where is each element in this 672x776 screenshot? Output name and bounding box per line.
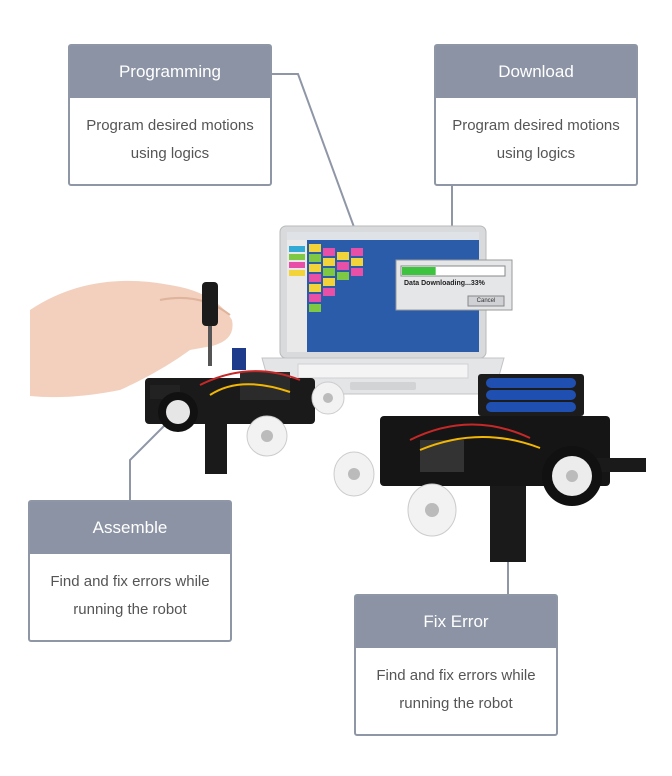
programming-card: Programming Program desired motions usin… <box>68 44 272 186</box>
assemble-description: Find and fix errors while running the ro… <box>30 554 230 624</box>
assemble-line-2: running the robot <box>73 601 187 618</box>
download-cancel-button[interactable]: Cancel <box>476 298 496 304</box>
download-line-2: using logics <box>496 145 576 162</box>
laptop-image <box>261 225 505 395</box>
programming-connector <box>272 73 359 239</box>
fix-error-title: Fix Error <box>356 596 556 648</box>
download-dialog <box>395 259 513 311</box>
download-title: Download <box>436 46 636 98</box>
fix-error-card: Fix Error Find and fix errors while runn… <box>354 594 558 736</box>
fix-error-line-2: running the robot <box>399 695 513 712</box>
download-status-text: Data Downloading...33% <box>404 280 485 287</box>
fix-error-description: Find and fix errors while running the ro… <box>356 648 556 718</box>
programming-title: Programming <box>70 46 270 98</box>
download-line-1: Program desired motions <box>452 117 620 134</box>
download-description: Program desired motions using logics <box>436 98 636 168</box>
assemble-title: Assemble <box>30 502 230 554</box>
programming-line-1: Program desired motions <box>86 117 254 134</box>
assemble-card: Assemble Find and fix errors while runni… <box>28 500 232 642</box>
assemble-robot-image <box>145 348 345 474</box>
download-progress-bar <box>402 267 436 275</box>
programming-line-2: using logics <box>130 145 210 162</box>
assemble-line-1: Find and fix errors while <box>50 573 210 590</box>
programming-description: Program desired motions using logics <box>70 98 270 168</box>
fix-error-line-1: Find and fix errors while <box>376 667 536 684</box>
fix-error-robot-image <box>333 374 646 562</box>
hand-image <box>30 280 233 398</box>
download-card: Download Program desired motions using l… <box>434 44 638 186</box>
